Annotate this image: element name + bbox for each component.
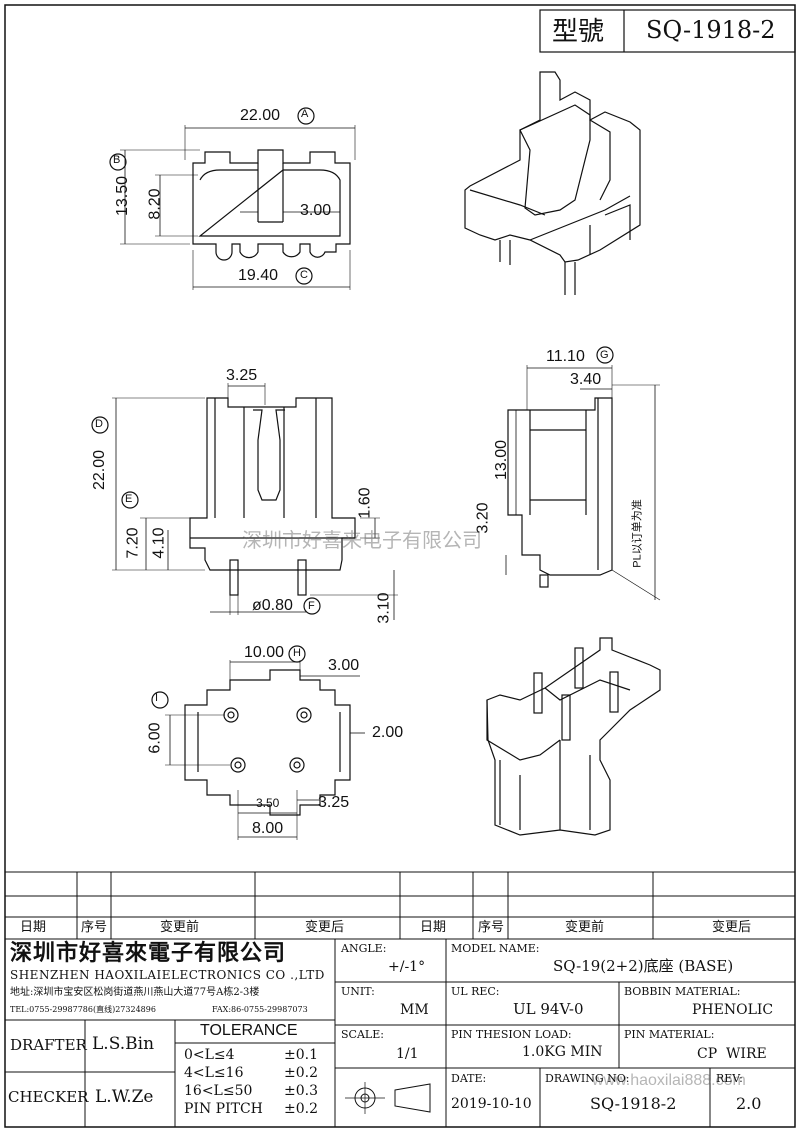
dim-side-top: 3.40 xyxy=(570,371,602,388)
ulrec-label: UL REC: xyxy=(451,985,500,998)
rev-header-date-2: 日期 xyxy=(420,920,447,935)
ulrec-value: UL 94V-0 xyxy=(513,1000,584,1018)
company-name-en: SHENZHEN HAOXILAIELECTRONICS CO .,LTD xyxy=(10,968,325,982)
unit-label: UNIT: xyxy=(341,985,375,998)
watermark-url: www.haoxilai888.com xyxy=(592,1072,746,1089)
bobbin-value: PHENOLIC xyxy=(692,1002,774,1018)
checker-value: L.W.Ze xyxy=(95,1087,154,1107)
tag-C: C xyxy=(300,269,308,281)
dim-bottom-d: 3.00 xyxy=(328,657,360,674)
tolerance-range-1: 4<L≤16 xyxy=(184,1065,244,1081)
dim-top-height: 13.50 xyxy=(114,175,132,217)
company-fax: FAX:86-0755-29987073 xyxy=(212,1005,308,1014)
tolerance-range-2: 16<L≤50 xyxy=(184,1083,253,1099)
dim-bottom-pitch: 8.00 xyxy=(252,820,284,837)
tolerance-title: TOLERANCE xyxy=(200,1022,298,1039)
drawing-no-label: DRAWING NO: xyxy=(545,1072,630,1085)
angle-value: +/-1° xyxy=(388,959,426,975)
rev-header-before-2: 变更前 xyxy=(565,920,605,935)
dim-side-depth: 11.10 xyxy=(546,348,585,365)
pin-material-label: PIN MATERIAL: xyxy=(624,1028,715,1041)
title-block xyxy=(5,871,795,1127)
rev-header-after-1: 变更后 xyxy=(305,920,345,935)
scale-value: 1/1 xyxy=(396,1046,419,1062)
tag-H: H xyxy=(293,647,301,659)
load-label: PIN THESION LOAD: xyxy=(451,1028,572,1041)
dim-side-h: 13.00 xyxy=(493,439,511,481)
dim-front-top: 3.25 xyxy=(226,367,258,384)
rev-label: REV: xyxy=(716,1072,743,1085)
dim-front-pin-out: 3.10 xyxy=(375,592,393,624)
iso-view-top xyxy=(464,71,641,295)
angle-label: ANGLE: xyxy=(341,942,387,955)
watermark-company: 深圳市好喜来电子有限公司 xyxy=(242,530,482,552)
date-label: DATE: xyxy=(451,1072,487,1085)
company-address: 地址:深圳市宝安区松岗街道燕川燕山大道77号A栋2-3楼 xyxy=(10,987,260,998)
company-tel: TEL:0755-29987786(直线)27324896 xyxy=(10,1005,156,1014)
model-name-value: SQ-19(2+2)底座 (BASE) xyxy=(553,957,734,975)
tag-A: A xyxy=(301,108,309,120)
tag-E: E xyxy=(125,493,133,505)
dim-bottom-h: 6.00 xyxy=(146,722,164,754)
dim-top-inner: 8.20 xyxy=(146,188,164,220)
drafter-label: DRAFTER xyxy=(10,1036,87,1054)
iso-view-bottom xyxy=(486,637,661,836)
dim-bottom-w: 10.00 xyxy=(244,644,285,661)
model-name-label: MODEL NAME: xyxy=(451,942,540,955)
scale-label: SCALE: xyxy=(341,1028,384,1041)
tolerance-value-1: ±0.2 xyxy=(284,1065,318,1081)
model-box-value: SQ-1918-2 xyxy=(646,16,776,44)
dim-front-height: 22.00 xyxy=(91,449,109,491)
dim-front-h1: 7.20 xyxy=(124,527,142,559)
rev-header-seq-2: 序号 xyxy=(478,920,505,935)
dim-front-pin-dia: ø0.80 xyxy=(252,597,293,614)
tolerance-range-3: PIN PITCH xyxy=(184,1101,263,1117)
dim-bottom-pitch-side: 3.25 xyxy=(318,794,350,811)
tolerance-value-0: ±0.1 xyxy=(284,1047,318,1063)
tag-D: D xyxy=(95,418,103,430)
unit-value: MM xyxy=(400,1002,429,1018)
dim-front-pin-len: 1.60 xyxy=(356,487,374,519)
front-view xyxy=(91,383,398,620)
tag-F: F xyxy=(308,600,315,612)
dim-top-base: 19.40 xyxy=(238,267,279,284)
dim-side-low: 3.20 xyxy=(474,502,492,534)
load-value: 1.0KG MIN xyxy=(522,1044,603,1060)
rev-header-date-1: 日期 xyxy=(20,920,47,935)
drawing-no-value: SQ-1918-2 xyxy=(590,1094,677,1113)
model-box-label: 型號 xyxy=(552,16,605,46)
top-view xyxy=(109,107,356,290)
checker-label: CHECKER xyxy=(8,1088,89,1106)
dim-top-width: 22.00 xyxy=(240,107,281,124)
tolerance-value-3: ±0.2 xyxy=(284,1101,318,1117)
dim-front-h2: 4.10 xyxy=(150,527,168,559)
tag-G: G xyxy=(600,349,609,361)
pl-note: PL以订单为准 xyxy=(631,499,644,568)
rev-header-before-1: 变更前 xyxy=(160,920,200,935)
dim-bottom-pitch-small: 3.50 xyxy=(256,796,280,810)
bottom-view xyxy=(151,645,365,840)
dim-top-slot: 3.00 xyxy=(300,202,332,219)
tolerance-value-2: ±0.3 xyxy=(284,1083,318,1099)
tolerance-range-0: 0<L≤4 xyxy=(184,1047,235,1063)
rev-header-after-2: 变更后 xyxy=(712,920,752,935)
company-name-cn: 深圳市好喜來電子有限公司 xyxy=(10,940,287,966)
bobbin-label: BOBBIN MATERIAL: xyxy=(624,985,741,998)
dim-bottom-side: 2.00 xyxy=(372,724,404,741)
side-view xyxy=(505,346,661,601)
rev-header-seq-1: 序号 xyxy=(81,920,108,935)
date-value: 2019-10-10 xyxy=(451,1096,532,1112)
drafter-value: L.S.Bin xyxy=(92,1034,155,1054)
tag-I: I xyxy=(155,692,159,704)
tag-B: B xyxy=(113,154,121,166)
rev-value: 2.0 xyxy=(736,1094,762,1113)
pin-material-value: CP WIRE xyxy=(697,1046,767,1062)
